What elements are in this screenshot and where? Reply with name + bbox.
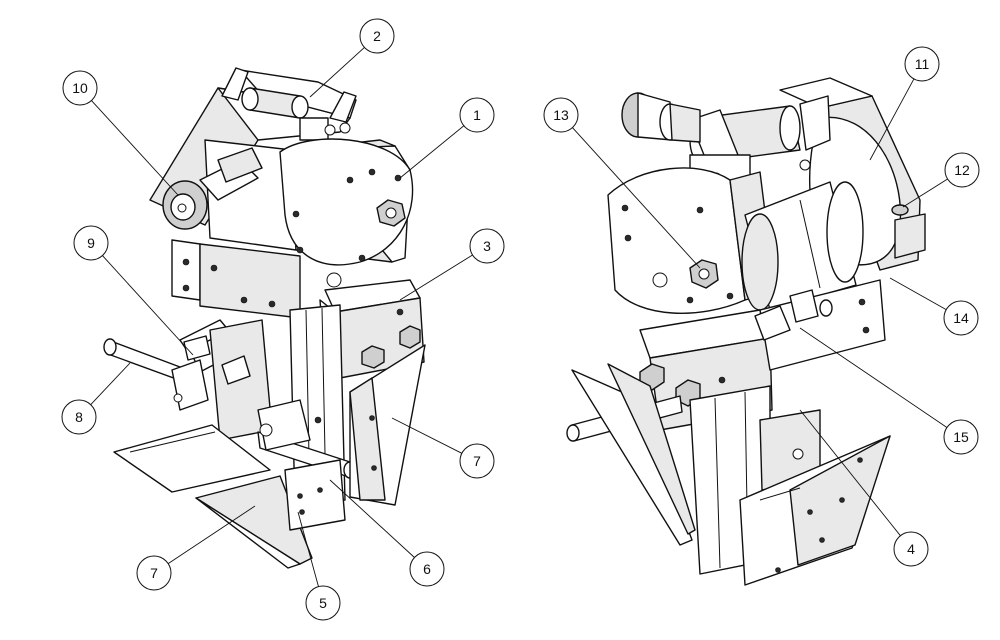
- leader-line: [799, 327, 948, 428]
- callout-number: 6: [423, 561, 431, 577]
- callout-bubble: [73, 225, 109, 261]
- callout-number: 5: [319, 595, 327, 611]
- callout-c2: 2: [309, 18, 395, 98]
- callout-number: 2: [373, 28, 381, 44]
- leader-line: [799, 409, 901, 536]
- callout-number: 9: [87, 235, 95, 251]
- leader-line: [399, 125, 465, 179]
- callout-number: 8: [75, 409, 83, 425]
- callout-bubble: [62, 70, 98, 106]
- callout-c4: 4: [799, 409, 929, 567]
- callout-c9: 9: [73, 225, 194, 356]
- leader-line: [902, 178, 948, 208]
- callout-bubble: [893, 531, 929, 567]
- callout-c15: 15: [799, 327, 979, 455]
- callout-bubble: [943, 300, 979, 336]
- callout-number: 11: [915, 56, 930, 72]
- callout-bubble: [359, 18, 395, 54]
- callout-number: 15: [953, 429, 969, 445]
- leader-line: [329, 479, 415, 558]
- callout-c6: 6: [329, 479, 445, 587]
- callout-bubble: [904, 46, 940, 82]
- left-isometric-view: [103, 67, 426, 569]
- callout-c5: 5: [297, 511, 341, 621]
- callout-c11: 11: [869, 46, 940, 161]
- callout-c13: 13: [543, 97, 701, 269]
- callout-bubble: [136, 555, 172, 591]
- leader-line: [102, 255, 194, 356]
- callout-number: 4: [907, 541, 915, 557]
- leader-line: [167, 505, 256, 564]
- callout-number: 13: [553, 107, 569, 123]
- leader-line: [572, 127, 701, 269]
- callout-c3: 3: [399, 228, 505, 301]
- callout-bubble: [944, 152, 980, 188]
- right-isometric-view: [566, 77, 926, 586]
- callout-bubble: [469, 228, 505, 264]
- callout-c7b: 7: [136, 505, 256, 591]
- callout-c12: 12: [902, 152, 980, 208]
- callout-bubble: [543, 97, 579, 133]
- callout-number: 1: [473, 107, 481, 123]
- leader-line: [91, 100, 179, 196]
- callout-number: 3: [483, 238, 491, 254]
- leader-line: [399, 254, 473, 301]
- leader-line: [297, 511, 319, 587]
- callout-bubble: [61, 399, 97, 435]
- leader-line: [889, 277, 947, 311]
- callout-c10: 10: [62, 70, 179, 196]
- callout-c7a: 7: [391, 417, 495, 479]
- callout-c14: 14: [889, 277, 979, 336]
- callout-bubble: [305, 585, 341, 621]
- leader-line: [869, 78, 915, 161]
- callout-number: 7: [150, 565, 158, 581]
- leader-line: [90, 362, 131, 405]
- callout-bubble: [459, 97, 495, 133]
- callout-number: 14: [953, 310, 969, 326]
- callout-number: 12: [954, 162, 970, 178]
- leader-line: [391, 417, 463, 454]
- callout-bubble: [943, 419, 979, 455]
- callout-number: 7: [473, 453, 481, 469]
- callout-bubble: [459, 443, 495, 479]
- callout-c1: 1: [399, 97, 495, 179]
- callout-c8: 8: [61, 362, 131, 435]
- callout-bubble: [409, 551, 445, 587]
- callout-number: 10: [72, 80, 88, 96]
- leader-line: [309, 47, 365, 98]
